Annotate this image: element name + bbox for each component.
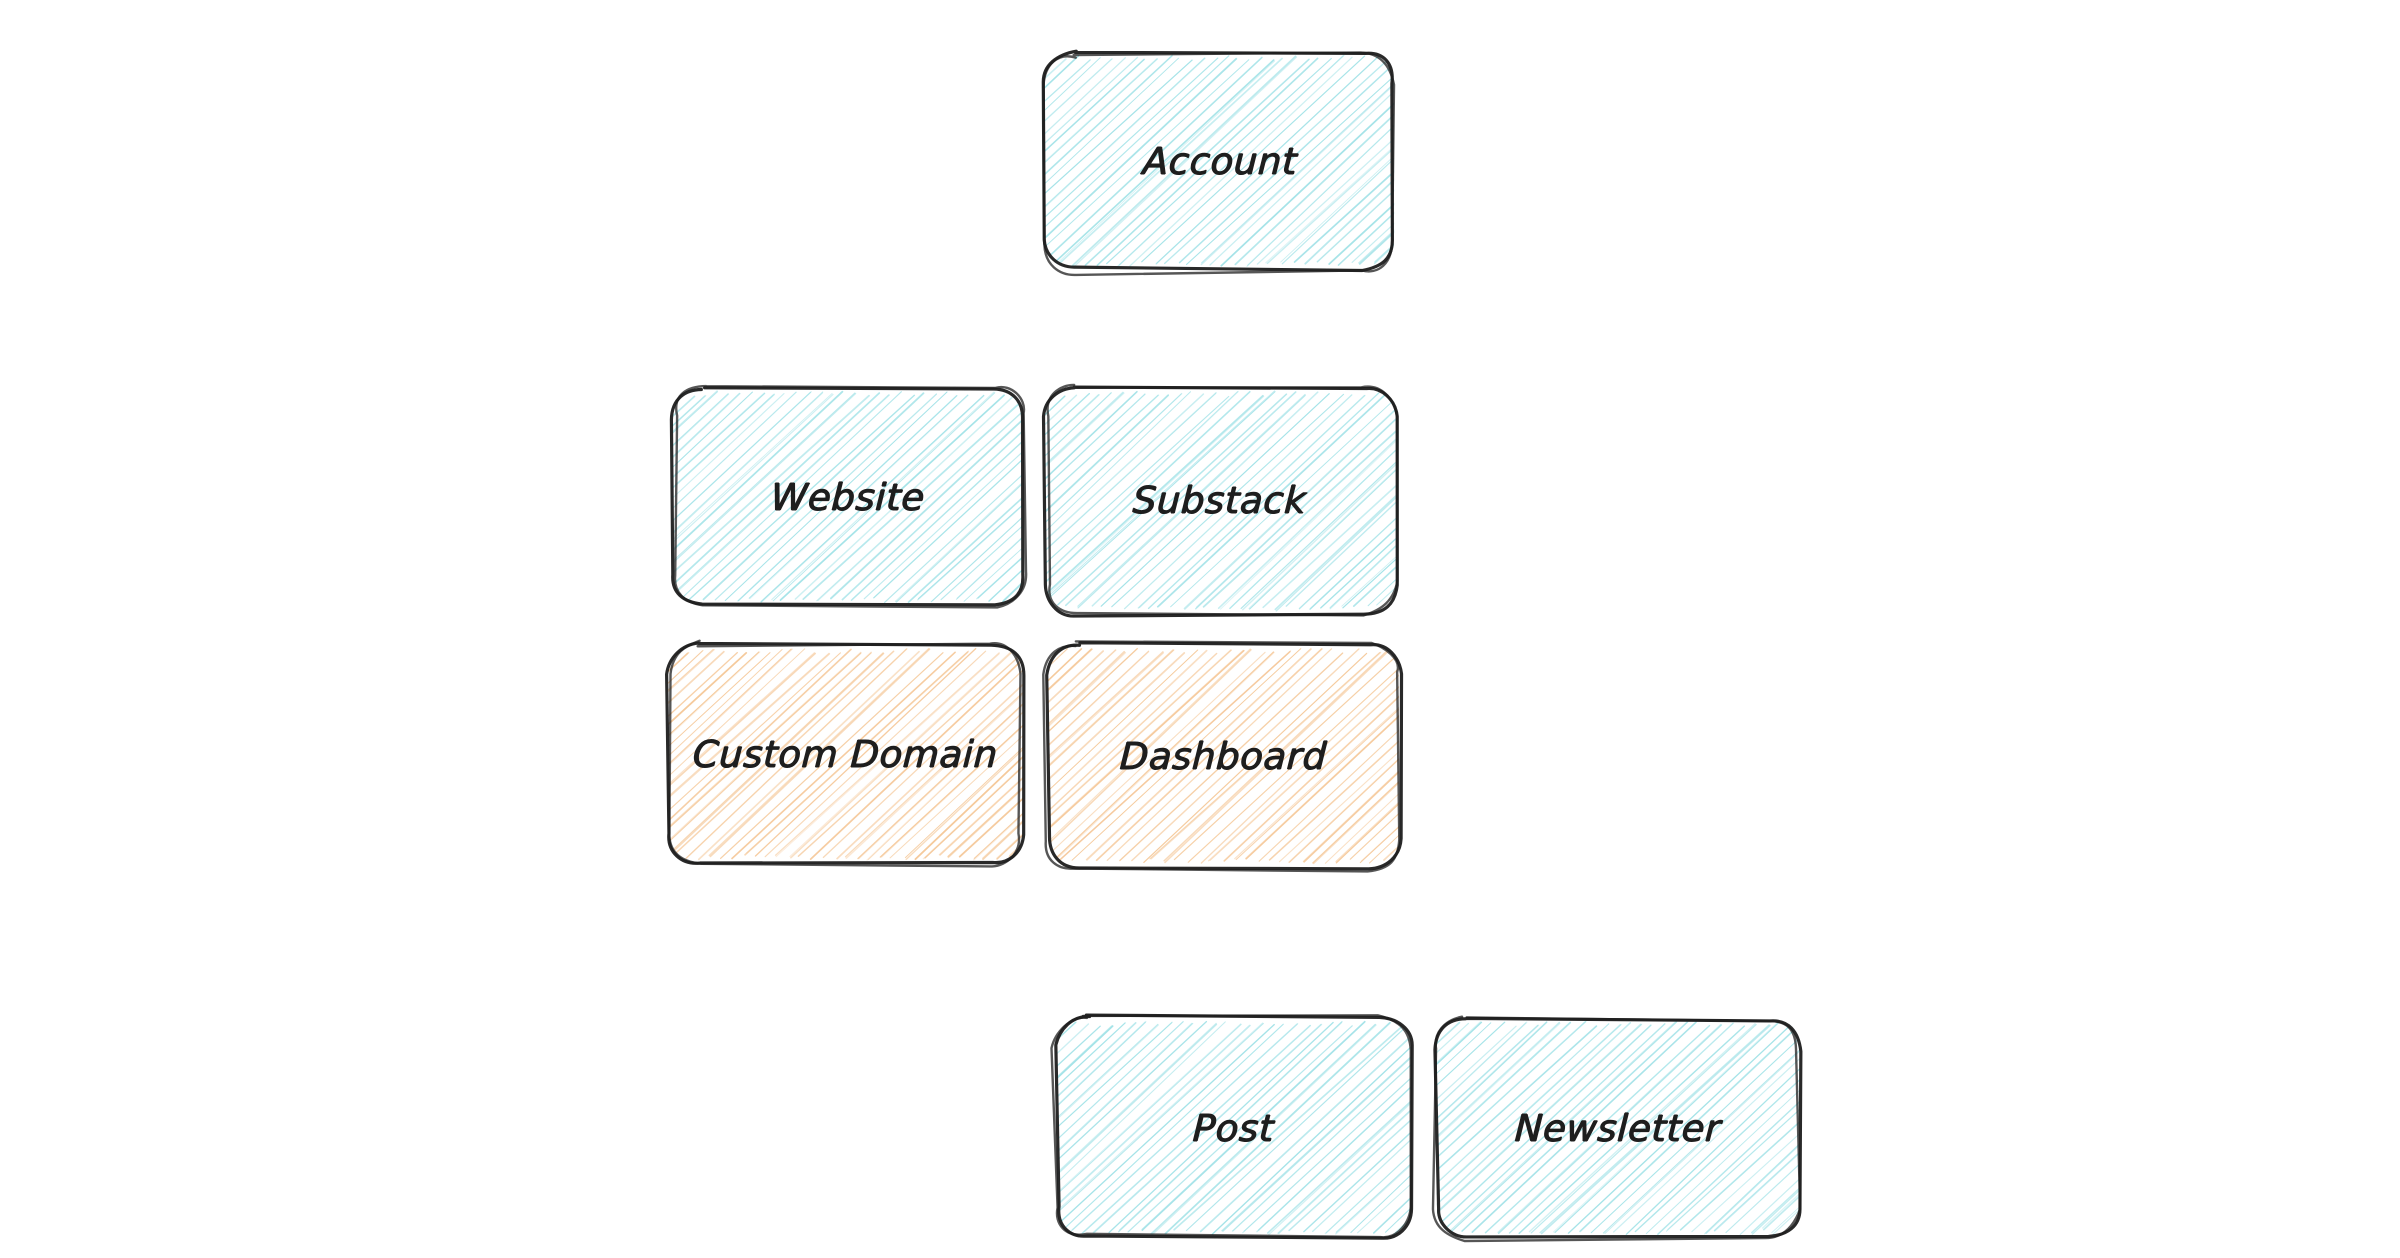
node-label-account: Account	[1141, 139, 1299, 183]
node-substack[interactable]: Substack	[1041, 383, 1399, 618]
node-account[interactable]: Account	[1041, 49, 1397, 277]
node-label-post: Post	[1191, 1106, 1276, 1150]
node-newsletter[interactable]: Newsletter	[1431, 1015, 1803, 1243]
node-label-newsletter: Newsletter	[1513, 1106, 1723, 1150]
node-label-dashboard: Dashboard	[1118, 734, 1328, 778]
node-label-custom-domain: Custom Domain	[691, 732, 1000, 776]
node-post[interactable]: Post	[1050, 1013, 1414, 1240]
node-label-website: Website	[769, 475, 927, 519]
node-dashboard[interactable]: Dashboard	[1042, 640, 1404, 873]
node-website[interactable]: Website	[669, 384, 1028, 609]
node-label-substack: Substack	[1132, 479, 1308, 522]
node-custom-domain[interactable]: Custom Domain	[665, 639, 1026, 868]
